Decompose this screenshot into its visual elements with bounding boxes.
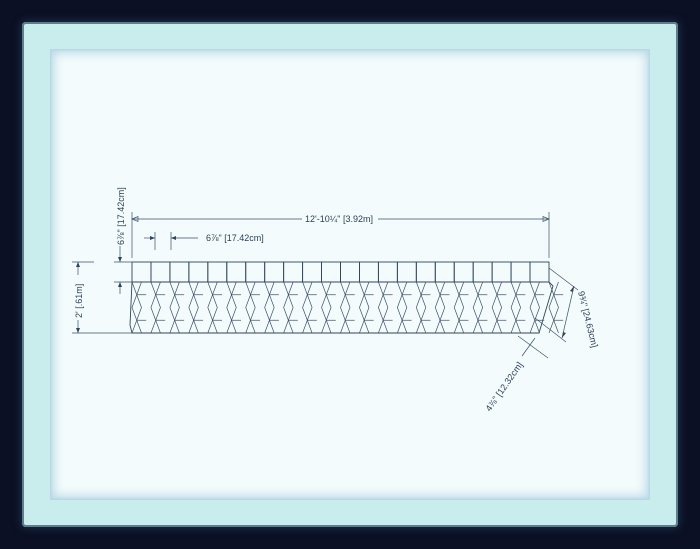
- soldier-brick: [491, 261, 512, 283]
- soldier-brick: [321, 261, 341, 283]
- soldier-brick: [207, 261, 228, 283]
- herringbone-brick: [340, 281, 351, 334]
- soldier-brick: [510, 261, 531, 283]
- herringbone-brick: [378, 281, 389, 334]
- herringbone-brick: [131, 281, 142, 334]
- herringbone-brick: [302, 281, 313, 334]
- herringbone-brick: [207, 281, 218, 334]
- herringbone-brick: [453, 281, 465, 334]
- soldier-brick: [226, 261, 247, 283]
- herringbone-brick: [264, 281, 275, 334]
- herringbone-brick: [169, 281, 180, 334]
- drawing-mat: [50, 49, 650, 500]
- herringbone-brick: [321, 281, 332, 334]
- herringbone-band: [129, 281, 564, 334]
- herringbone-length-label: 9¾" [24.63cm]: [576, 290, 600, 348]
- herringbone-brick: [226, 281, 237, 334]
- herringbone-brick: [434, 281, 446, 334]
- herringbone-brick: [150, 281, 161, 334]
- herringbone-brick: [415, 281, 427, 334]
- herringbone-brick: [188, 281, 199, 334]
- herringbone-brick: [207, 281, 218, 334]
- herringbone-width-label: 4⅞" [12.32cm]: [483, 360, 524, 413]
- herringbone-brick: [245, 281, 256, 334]
- herringbone-brick: [245, 281, 256, 334]
- herringbone-brick: [150, 281, 161, 334]
- herringbone-brick: [548, 281, 559, 334]
- herringbone-brick: [491, 281, 502, 334]
- soldier-brick: [472, 261, 493, 283]
- herringbone-brick: [359, 281, 370, 334]
- soldier-brick: [150, 261, 171, 283]
- soldier-course: [131, 261, 550, 283]
- soldier-brick: [188, 261, 209, 283]
- herringbone-brick: [264, 281, 275, 334]
- herringbone-brick: [283, 281, 294, 334]
- herringbone-brick: [378, 281, 389, 334]
- herringbone-brick: [283, 281, 294, 334]
- overall-height-label: 2' [.61m]: [74, 284, 84, 318]
- soldier-brick: [415, 261, 436, 283]
- brick-width-dimension: 6⅞" [17.42cm]: [144, 232, 264, 250]
- herringbone-dimensions: 9¾" [24.63cm] 4⅞" [12.32cm]: [483, 267, 600, 413]
- soldier-brick: [340, 261, 360, 283]
- herringbone-brick: [434, 281, 446, 334]
- herringbone-brick: [453, 281, 465, 334]
- soldier-brick: [131, 261, 152, 283]
- soldier-brick: [359, 261, 379, 283]
- herringbone-brick: [415, 281, 427, 334]
- herringbone-brick: [472, 281, 484, 334]
- herringbone-outline: [129, 281, 554, 334]
- herringbone-brick: [548, 281, 559, 334]
- soldier-height-label: 6⅞" [17.42cm]: [116, 187, 126, 245]
- herringbone-brick: [188, 281, 199, 334]
- herringbone-brick: [396, 281, 408, 334]
- soldier-brick: [377, 261, 398, 283]
- height-dimensions: 6⅞" [17.42cm] 2' [.61m]: [72, 187, 132, 334]
- herringbone-brick: [321, 281, 332, 334]
- overall-length-dimension: 12'-10¼" [3.92m]: [131, 212, 550, 258]
- soldier-brick: [283, 261, 304, 283]
- soldier-brick: [434, 261, 455, 283]
- soldier-brick: [396, 261, 417, 283]
- soldier-brick: [529, 261, 550, 283]
- herringbone-brick: [226, 281, 237, 334]
- overall-length-label: 12'-10¼" [3.92m]: [305, 214, 373, 224]
- soldier-brick: [453, 261, 474, 283]
- herringbone-brick: [131, 281, 142, 334]
- soldier-brick: [302, 261, 322, 283]
- brick-width-label: 6⅞" [17.42cm]: [206, 233, 264, 243]
- herringbone-brick: [529, 281, 540, 334]
- herringbone-brick: [472, 281, 483, 334]
- soldier-brick: [245, 261, 266, 283]
- herringbone-brick: [397, 281, 408, 334]
- herringbone-brick: [169, 281, 180, 334]
- herringbone-brick: [302, 281, 313, 334]
- herringbone-brick: [340, 281, 351, 334]
- picture-frame: [22, 22, 678, 527]
- soldier-brick: [169, 261, 190, 283]
- herringbone-brick: [510, 281, 521, 334]
- herringbone-brick: [359, 281, 370, 334]
- herringbone-brick: [491, 281, 502, 334]
- herringbone-brick: [510, 281, 521, 334]
- soldier-brick: [264, 261, 285, 283]
- herringbone-brick: [529, 281, 540, 334]
